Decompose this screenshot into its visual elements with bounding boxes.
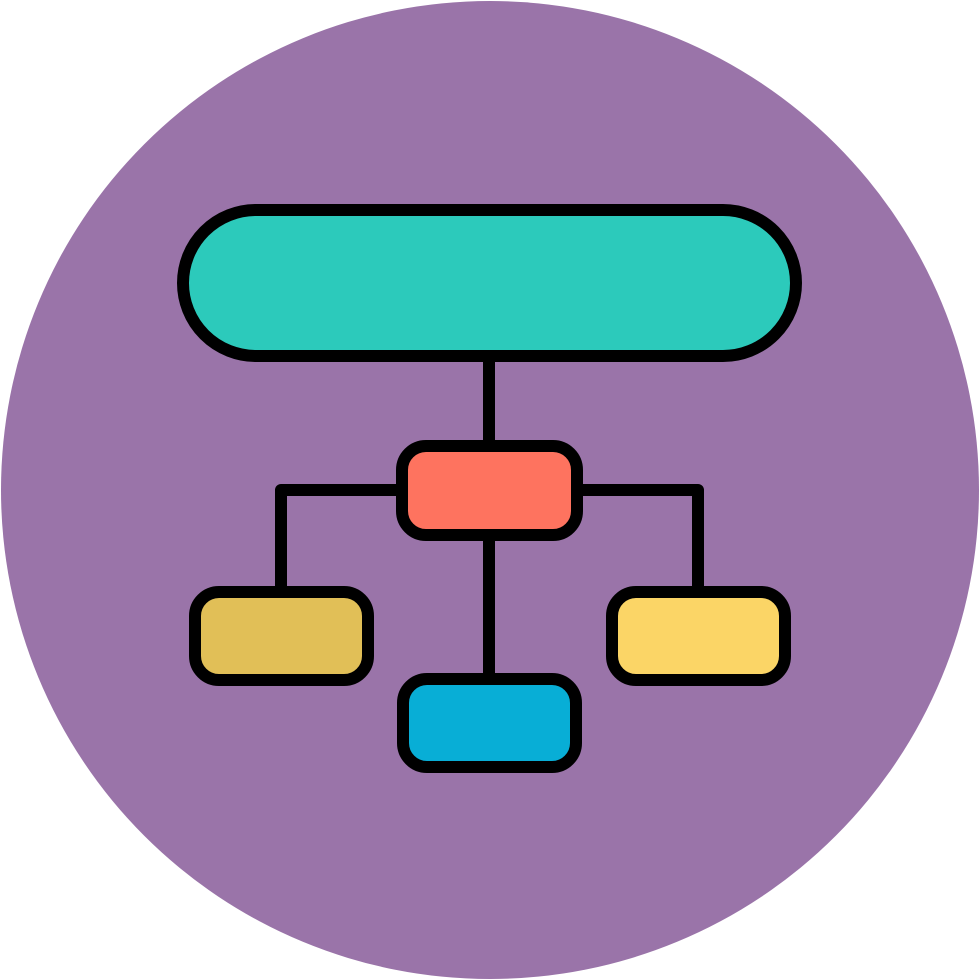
middle-node [396,440,583,541]
connector-middle-to-left [275,484,407,596]
bottom-node [397,673,582,773]
connector-lines [275,350,704,683]
connector-middle-to-right [571,484,704,596]
right-node [606,586,791,686]
top-node [177,204,802,362]
left-node [189,586,374,686]
